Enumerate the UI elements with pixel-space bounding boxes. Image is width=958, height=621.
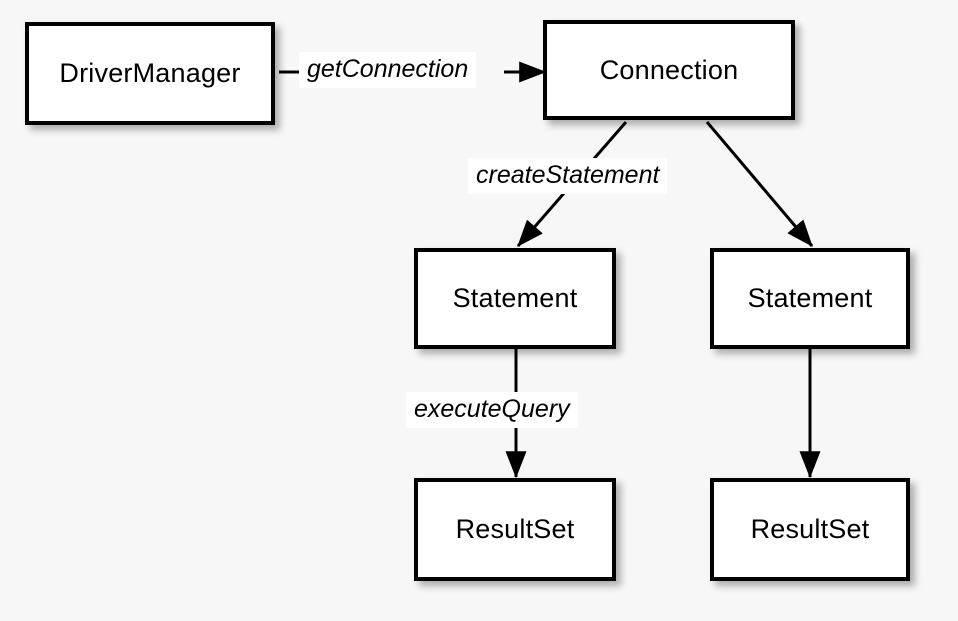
edge-createstatement-2-line xyxy=(705,121,814,247)
node-resultset-2-label: ResultSet xyxy=(750,514,870,544)
node-statement-1[interactable]: Statement xyxy=(414,248,616,349)
node-statement-2[interactable]: Statement xyxy=(710,248,910,349)
edge-label-getconnection: getConnection xyxy=(299,52,477,88)
node-statement-2-label: Statement xyxy=(747,283,873,313)
node-resultset-1-label: ResultSet xyxy=(455,514,575,544)
node-resultset-1[interactable]: ResultSet xyxy=(414,478,616,581)
node-drivermanager-label: DriverManager xyxy=(59,58,241,88)
node-resultset-2[interactable]: ResultSet xyxy=(710,478,910,581)
node-connection[interactable]: Connection xyxy=(543,20,795,120)
edge-label-createstatement: createStatement xyxy=(468,158,668,194)
node-connection-label: Connection xyxy=(599,54,739,85)
node-drivermanager[interactable]: DriverManager xyxy=(25,22,275,125)
edge-label-executequery: executeQuery xyxy=(406,392,578,428)
node-statement-1-label: Statement xyxy=(452,283,578,313)
